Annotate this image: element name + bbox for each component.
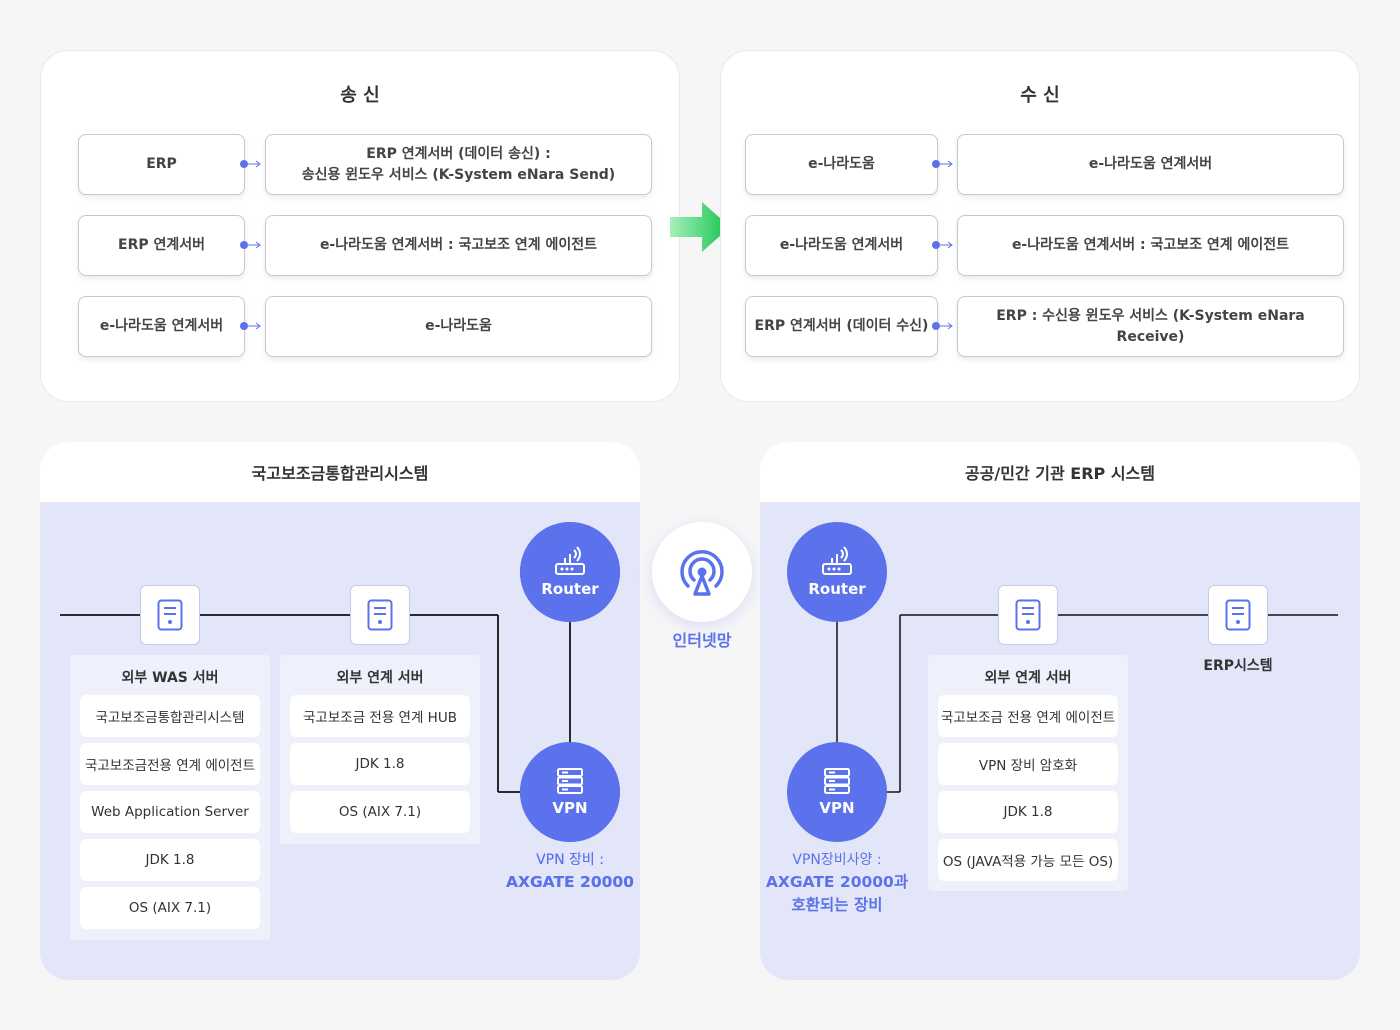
list-item: OS (AIX 7.1) xyxy=(80,887,260,929)
left-vpn-note: VPN 장비 : AXGATE 20000 xyxy=(495,850,645,894)
left-vpn-note-line2: AXGATE 20000 xyxy=(506,873,634,891)
send-row1-left: ERP xyxy=(78,134,245,195)
right-router: Router xyxy=(787,522,887,622)
server-icon xyxy=(998,585,1058,645)
send-row3-left: e-나라도움 연계서버 xyxy=(78,296,245,357)
connector-arrow-icon xyxy=(240,241,261,249)
receive-row3-left: ERP 연계서버 (데이터 수신) xyxy=(745,296,938,357)
router-icon xyxy=(555,546,585,575)
send-row1-right: ERP 연계서버 (데이터 송신) : 송신용 윈도우 서비스 (K-Syste… xyxy=(265,134,652,195)
right-link-server-group: 외부 연계 서버 국고보조금 전용 연계 에이전트 VPN 장비 암호화 JDK… xyxy=(928,655,1128,891)
list-item: 국고보조금전용 연계 에이전트 xyxy=(80,743,260,785)
connector-arrow-icon xyxy=(932,241,953,249)
receive-row2-right: e-나라도움 연계서버 : 국고보조 연계 에이전트 xyxy=(957,215,1344,276)
right-vpn-note-line1: VPN장비사양 : xyxy=(792,852,882,868)
right-vpn-note-line2: AXGATE 20000과 xyxy=(765,873,909,891)
antenna-icon xyxy=(680,549,724,596)
left-vpn-label: VPN xyxy=(552,799,588,817)
left-link-server-title: 외부 연계 서버 xyxy=(336,670,424,686)
send-title: 송 신 xyxy=(340,85,380,106)
left-vpn-note-line2: AXGATE 20000 xyxy=(506,873,634,891)
list-item: 국고보조금통합관리시스템 xyxy=(80,695,260,737)
right-router-label: Router xyxy=(808,580,866,598)
was-server-title: 외부 WAS 서버 xyxy=(121,670,219,686)
send-row2-left: ERP 연계서버 xyxy=(78,215,245,276)
left-router-top: Router xyxy=(520,522,620,622)
erp-system-label: ERP시스템 xyxy=(1203,658,1273,674)
server-icon xyxy=(350,585,410,645)
vpn-icon xyxy=(824,768,850,794)
vpn-icon xyxy=(557,768,583,794)
list-item: 국고보조금 전용 연계 에이전트 xyxy=(938,695,1118,737)
right-vpn-note: VPN장비사양 : AXGATE 20000과 호환되는 장비 xyxy=(757,850,917,918)
right-vpn-note-line3: 호환되는 장비 xyxy=(791,896,883,915)
list-item: OS (JAVA적용 가능 모든 OS) xyxy=(938,839,1118,881)
receive-title: 수 신 xyxy=(1020,85,1060,106)
list-item: VPN 장비 암호화 xyxy=(938,743,1118,785)
connector-arrow-icon xyxy=(932,160,953,168)
left-router-label: Router xyxy=(541,580,599,598)
server-icon xyxy=(1208,585,1268,645)
internet-node xyxy=(652,522,752,622)
left-vpn-note-line1: VPN 장비 : xyxy=(536,852,604,868)
list-item: Web Application Server xyxy=(80,791,260,833)
list-item: JDK 1.8 xyxy=(938,791,1118,833)
send-row1-right-line2: 송신용 윈도우 서비스 (K-System eNara Send) xyxy=(301,166,616,183)
left-vpn-note-top: VPN 장비 : AXGATE 20000 xyxy=(495,850,645,894)
send-row2-right: e-나라도움 연계서버 : 국고보조 연계 에이전트 xyxy=(265,215,652,276)
server-icon xyxy=(140,585,200,645)
send-row1-right-line1: ERP 연계서버 (데이터 송신) : xyxy=(366,146,551,163)
list-item: 국고보조금 전용 연계 HUB xyxy=(290,695,470,737)
receive-row2-left: e-나라도움 연계서버 xyxy=(745,215,938,276)
right-system-title: 공공/민간 기관 ERP 시스템 xyxy=(760,442,1360,502)
list-item: OS (AIX 7.1) xyxy=(290,791,470,833)
list-item: JDK 1.8 xyxy=(80,839,260,881)
receive-row1-left: e-나라도움 xyxy=(745,134,938,195)
left-vpn-note-line1: VPN 장비 : xyxy=(536,852,604,868)
receive-row1-right: e-나라도움 연계서버 xyxy=(957,134,1344,195)
left-system-title: 국고보조금통합관리시스템 xyxy=(40,442,640,502)
connector-arrow-icon xyxy=(240,160,261,168)
send-row3-right: e-나라도움 xyxy=(265,296,652,357)
arrow-right-icon xyxy=(670,202,730,252)
left-link-server-group-top: 외부 연계 서버 국고보조금 전용 연계 HUB JDK 1.8 OS (AIX… xyxy=(280,655,480,844)
left-vpn-top: VPN xyxy=(520,742,620,842)
connector-arrow-icon xyxy=(932,322,953,330)
right-vpn-label: VPN xyxy=(819,799,855,817)
right-vpn: VPN xyxy=(787,742,887,842)
receive-row3-right: ERP : 수신용 윈도우 서비스 (K-System eNara Receiv… xyxy=(957,296,1344,357)
router-icon xyxy=(822,546,852,575)
right-link-server-title: 외부 연계 서버 xyxy=(984,670,1072,686)
internet-label: 인터넷망 xyxy=(672,631,732,650)
connector-arrow-icon xyxy=(240,322,261,330)
was-server-group-top: 외부 WAS 서버 국고보조금통합관리시스템 국고보조금전용 연계 에이전트 W… xyxy=(70,655,270,940)
list-item: JDK 1.8 xyxy=(290,743,470,785)
